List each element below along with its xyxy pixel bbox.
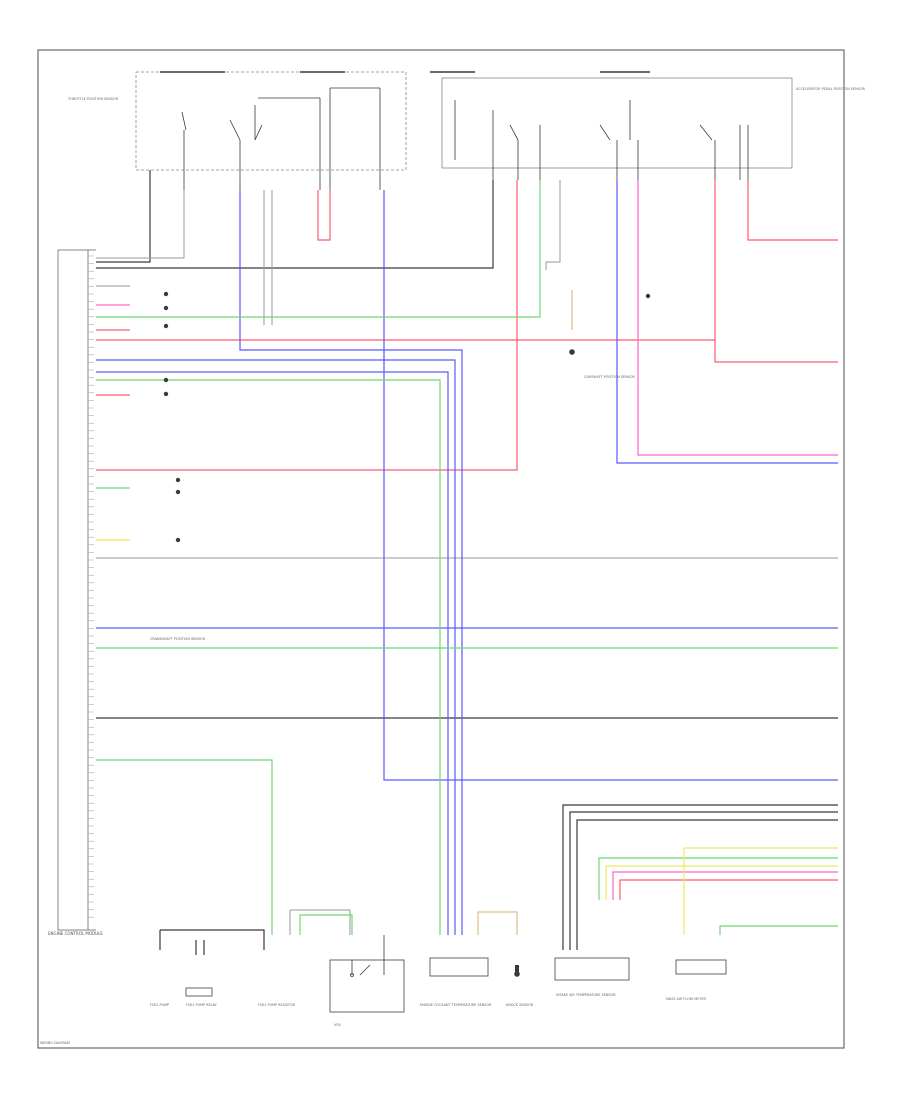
wires-blue (96, 180, 838, 935)
wires-tan (477, 290, 573, 935)
fuel-pump-relay-label: FUEL PUMP RELAY (186, 1003, 218, 1007)
relay-switch-2 (454, 100, 749, 180)
component-boxes (185, 957, 727, 1013)
wires-black (96, 170, 838, 955)
tps-label: THROTTLE POSITION SENSOR (67, 97, 119, 101)
vsv-label: VSV (334, 1023, 341, 1027)
relay-box-right (430, 71, 793, 169)
iat-sensor-label: INTAKE AIR TEMPERATURE SENSOR (556, 993, 616, 997)
ecm-pin-ticks (88, 255, 94, 918)
fuel-pump-resistor-label: FUEL PUMP RESISTOR (258, 1003, 296, 1007)
ecm-connector (57, 249, 96, 931)
knock-sensor-label: KNOCK SENSOR (506, 1003, 534, 1007)
relay-box-left (135, 71, 407, 171)
apps-label: ACCELERATOR PEDAL POSITION SENSOR (796, 87, 866, 91)
outer-frame (37, 49, 845, 1049)
cam-sensor-label: CAMSHAFT POSITION SENSOR (584, 375, 636, 379)
splice-dots (163, 291, 651, 977)
knock-sensor-symbol (515, 965, 519, 973)
fuel-pump-label: FUEL PUMP (150, 1003, 169, 1007)
wires-red (96, 180, 838, 900)
wires-yellow (96, 539, 838, 935)
vsv-switch (350, 935, 385, 977)
wires-gray (96, 180, 561, 935)
ecm-label: ENGINE CONTROL MODULE (48, 931, 103, 936)
footer-label: WIRING DIAGRAM (40, 1041, 70, 1045)
maf-meter-label: MASS AIR FLOW METER (666, 997, 706, 1001)
wires-pink (96, 180, 838, 900)
relay-switch-1 (181, 87, 381, 190)
ect-sensor-label: ENGINE COOLANT TEMPERATURE SENSOR (420, 1003, 492, 1007)
crank-sensor-label: CRANKSHAFT POSITION SENSOR (150, 637, 206, 641)
wires-green (96, 180, 838, 935)
